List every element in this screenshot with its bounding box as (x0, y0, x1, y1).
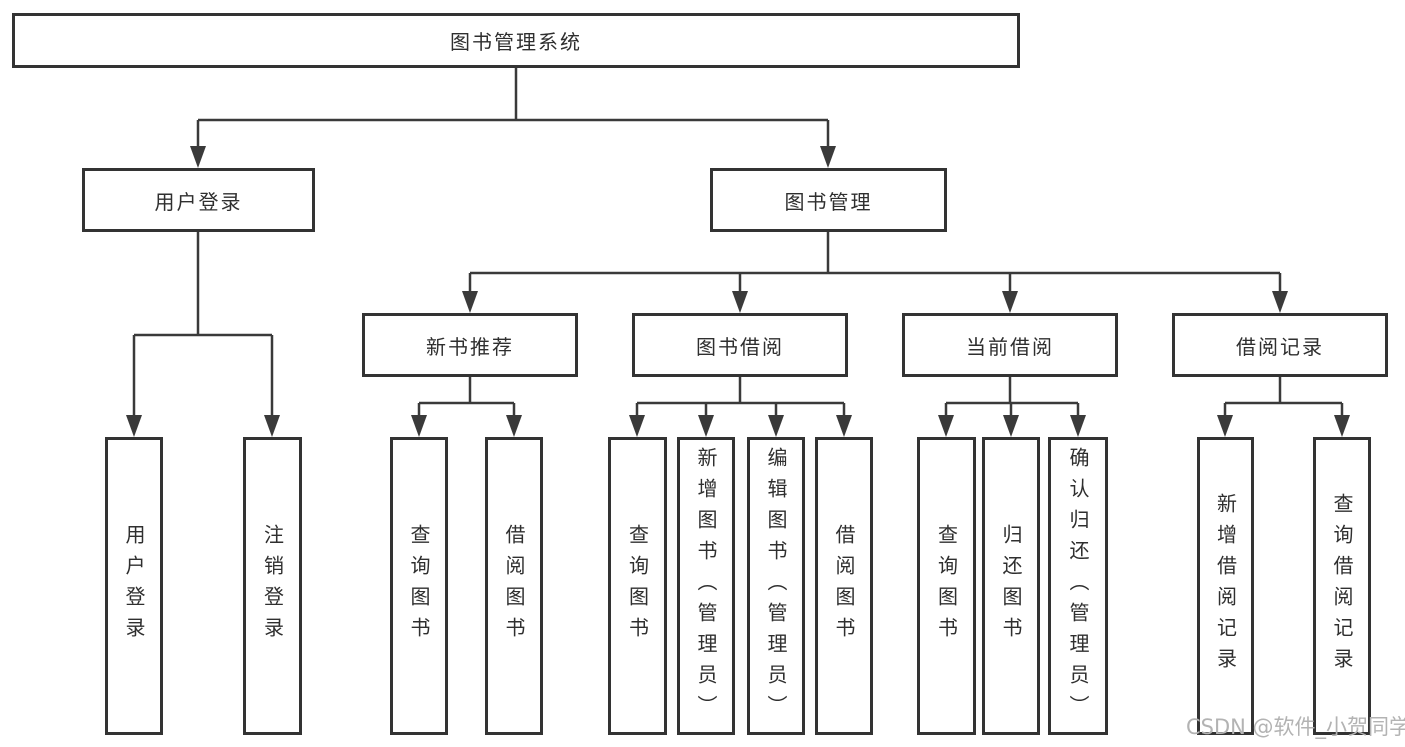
node-book-management-system: 图书管理系统 (12, 13, 1020, 68)
arrowhead (1002, 291, 1018, 313)
connector-book-borrowing-to-leaves (635, 377, 846, 418)
node-label: 当前借阅 (966, 334, 1054, 359)
node-book-management: 图书管理 (710, 168, 947, 232)
leaf-query-books-current: 查询图书 (917, 437, 976, 735)
connector-user-login-to-leaves (132, 232, 274, 418)
arrowhead (698, 415, 714, 437)
leaf-user-login: 用户登录 (105, 437, 163, 735)
leaf-add-borrow-record: 新增借阅记录 (1197, 437, 1254, 735)
arrowhead (190, 146, 206, 168)
arrowhead (1217, 415, 1233, 437)
node-label: 借阅图书 (832, 524, 856, 648)
arrowhead (820, 146, 836, 168)
node-user-login: 用户登录 (82, 168, 315, 232)
node-label: 注销登录 (260, 524, 285, 648)
node-label: 用户登录 (122, 524, 146, 648)
node-label: 图书借阅 (696, 334, 784, 359)
node-new-book-recommend: 新书推荐 (362, 313, 578, 377)
connector-borrowing-records-to-leaves (1223, 377, 1344, 418)
leaf-logout: 注销登录 (243, 437, 302, 735)
node-label: 归还图书 (999, 524, 1023, 648)
leaf-borrow-books: 借阅图书 (815, 437, 873, 735)
node-label: 查询借阅记录 (1330, 493, 1354, 679)
node-label: 新书推荐 (426, 334, 514, 359)
arrowhead (506, 415, 522, 437)
arrowhead (629, 415, 645, 437)
node-label: 查询图书 (625, 524, 650, 648)
leaf-edit-books-admin: 编辑图书（管理员） (747, 437, 805, 735)
node-label: 查询图书 (934, 524, 959, 648)
arrowhead (1272, 291, 1288, 313)
arrowhead (732, 291, 748, 313)
node-label: 新增借阅记录 (1213, 493, 1238, 679)
arrowhead (411, 415, 427, 437)
node-current-borrowing: 当前借阅 (902, 313, 1118, 377)
node-book-borrowing: 图书借阅 (632, 313, 848, 377)
node-label: 图书管理 (784, 189, 873, 214)
arrowhead (1070, 415, 1086, 437)
connector-root-to-level2 (196, 68, 830, 150)
leaf-confirm-return-admin: 确认归还（管理员） (1048, 437, 1108, 735)
node-label: 图书管理系统 (450, 30, 582, 54)
node-label: 借阅记录 (1236, 334, 1324, 359)
connector-current-borrowing-to-leaves (944, 377, 1080, 418)
connector-new-book-to-leaves (417, 377, 516, 418)
arrowhead (1003, 415, 1019, 437)
arrowhead (1334, 415, 1350, 437)
node-label: 确认归还（管理员） (1066, 446, 1090, 726)
arrowhead (462, 291, 478, 313)
node-label: 编辑图书（管理员） (764, 446, 788, 726)
node-borrowing-records: 借阅记录 (1172, 313, 1388, 377)
leaf-query-borrow-record: 查询借阅记录 (1313, 437, 1371, 735)
arrowhead (768, 415, 784, 437)
leaf-borrow-books-recommend: 借阅图书 (485, 437, 543, 735)
arrowhead (836, 415, 852, 437)
leaf-query-books-borrowing: 查询图书 (608, 437, 667, 735)
leaf-query-books-recommend: 查询图书 (390, 437, 448, 735)
arrowhead (126, 415, 142, 437)
node-label: 用户登录 (154, 189, 243, 214)
node-label: 查询图书 (407, 524, 431, 648)
leaf-return-books: 归还图书 (982, 437, 1040, 735)
node-label: 借阅图书 (502, 524, 526, 648)
arrowhead (938, 415, 954, 437)
node-label: 新增图书（管理员） (694, 446, 718, 726)
arrowhead (264, 415, 280, 437)
connector-book-management-to-level3 (468, 232, 1282, 295)
csdn-watermark: CSDN @软件_小贺同学 (1186, 715, 1405, 739)
leaf-add-books-admin: 新增图书（管理员） (677, 437, 735, 735)
